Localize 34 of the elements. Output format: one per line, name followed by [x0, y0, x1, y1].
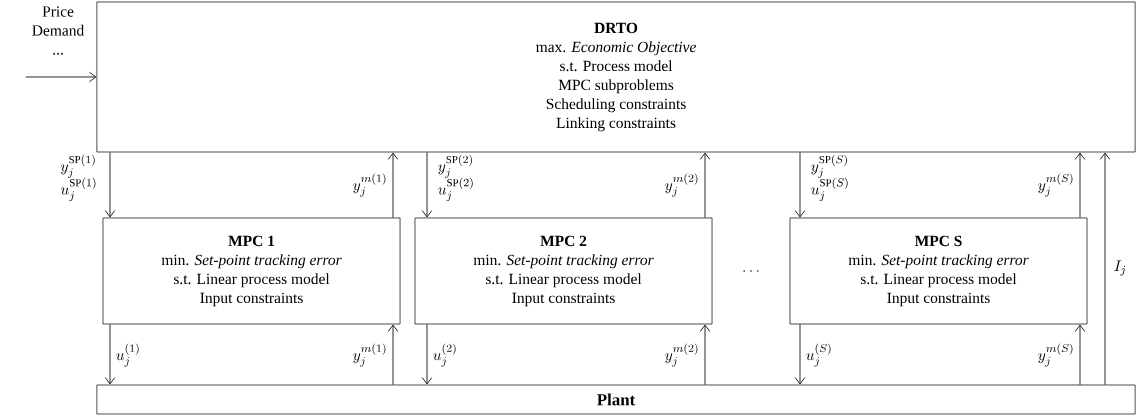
edge-label: $y_j^{m(1)}$	[353, 343, 386, 367]
edge-label: $y_j^{m(1)}$	[353, 173, 386, 197]
input-text: Price Demand ...	[32, 6, 85, 55]
arrow	[387, 324, 399, 386]
edge-label: $I_j$	[1114, 260, 1126, 276]
arrow	[104, 323, 116, 385]
edge-label: $\begin{array}{l}y_j^{\mathrm{SP}(1)}\\ u_j^{\mathrm{SP}(1)}\end{array}$	[60, 154, 96, 202]
process-box: MPC 2 min. Set-point tracking error s.t. Linear process model Input constraints	[414, 217, 713, 325]
process-box: DRTO max. Economic Objective s.t. Process model MPC subproblems Scheduling constraints Linking constraints	[96, 1, 1136, 153]
arrow	[421, 323, 433, 385]
arrow	[421, 151, 433, 218]
arrow	[387, 152, 399, 219]
edge-label: $y_j^{m(S)}$	[1038, 343, 1073, 367]
edge-label: $\begin{array}{l}y_j^{\mathrm{SP}(2)}\\ u_j^{\mathrm{SP}(2)}\end{array}$	[438, 154, 473, 202]
arrow	[104, 151, 116, 218]
arrow	[1099, 152, 1111, 386]
arrow	[25, 71, 97, 83]
arrow	[699, 152, 711, 219]
edge-label: $u_j^{(S)}$	[806, 343, 831, 367]
arrow	[794, 151, 806, 218]
arrow	[699, 324, 711, 386]
edge-label: $y_j^{m(2)}$	[665, 343, 698, 367]
arrow	[1074, 324, 1086, 386]
process-box: MPC 1 min. Set-point tracking error s.t. Linear process model Input constraints	[102, 217, 401, 325]
edge-label: $u_j^{(2)}$	[433, 343, 456, 367]
plant-box: Plant	[96, 384, 1136, 415]
edge-label: $y_j^{m(S)}$	[1038, 173, 1073, 197]
arrow	[794, 323, 806, 385]
process-box: MPC S min. Set-point tracking error s.t. Linear process model Input constraints	[789, 217, 1088, 325]
edge-label: $\begin{array}{l}y_j^{\mathrm{SP}(S)}\\ u_j^{\mathrm{SP}(S)}\end{array}$	[811, 154, 848, 202]
edge-label: $y_j^{m(2)}$	[665, 173, 698, 197]
arrow	[1074, 152, 1086, 219]
ellipsis: $\dots$	[743, 270, 759, 272]
edge-label: $u_j^{(1)}$	[116, 343, 139, 367]
